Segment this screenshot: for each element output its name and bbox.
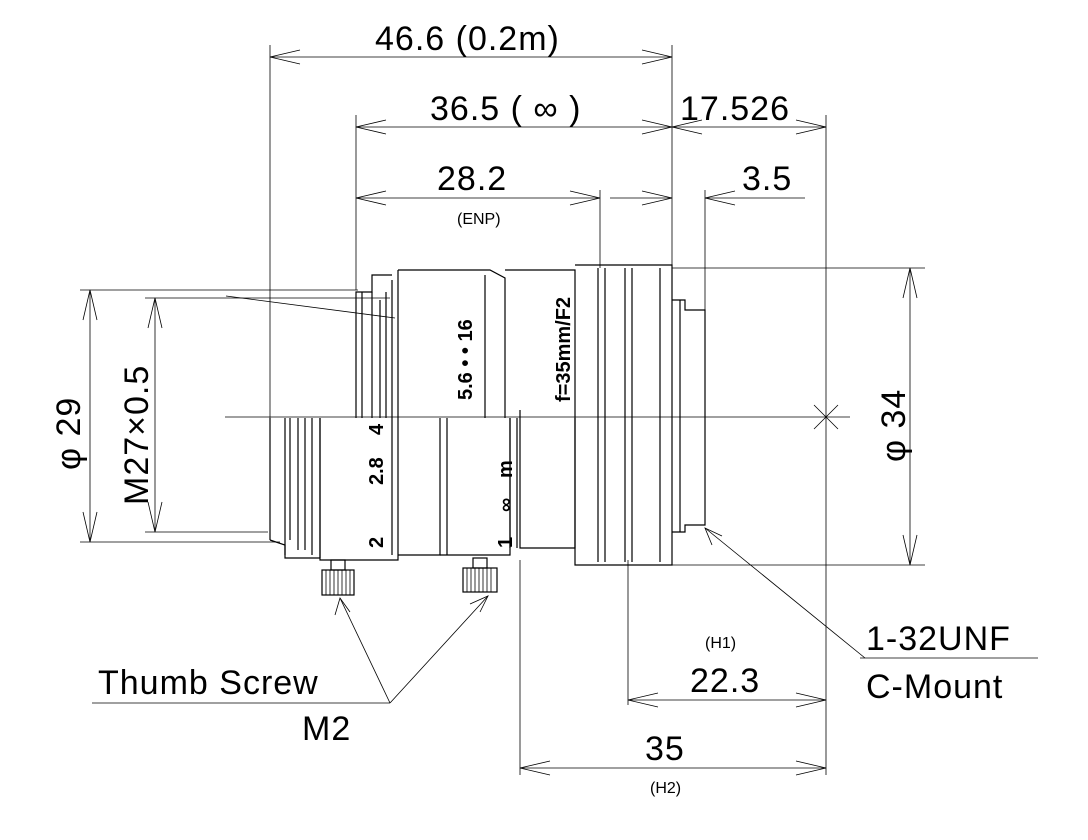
optical-axis [225, 295, 850, 430]
thumb-screw-label: Thumb Screw [98, 664, 319, 702]
focus-meter-mark: m [495, 460, 517, 478]
thumb-screw-rear [462, 557, 498, 593]
focus-1-mark: 1 [495, 537, 517, 548]
aperture-2-8-mark: 2.8 [366, 457, 388, 485]
leader-lines [92, 527, 1038, 704]
callout-labels: Thumb Screw M2 1-32UNF C-Mount [98, 620, 1011, 748]
dimension-phi-34: φ 34 [875, 389, 913, 462]
aperture-2-mark: 2 [366, 537, 388, 548]
dimension-17-526: 17.526 [680, 90, 790, 128]
aperture-scale-upper: 5.6 • • 16 [455, 319, 477, 400]
dimension-22-3: 22.3 [690, 662, 760, 700]
dimension-46-6: 46.6 (0.2m) [375, 20, 560, 58]
thumb-screw-size-label: M2 [302, 710, 351, 748]
dimension-3-5: 3.5 [742, 160, 792, 198]
mount-type-label: C-Mount [866, 668, 1003, 706]
dimension-36-5: 36.5 ( ∞ ) [430, 90, 581, 128]
extension-lines [80, 45, 925, 775]
thumb-screw-front [321, 559, 355, 596]
lens-body [269, 264, 706, 566]
dimension-lines [82, 49, 918, 776]
dimension-phi-29: φ 29 [50, 397, 88, 470]
dimension-enp-note: (ENP) [457, 211, 501, 228]
dimension-28-2: 28.2 [437, 160, 507, 198]
dimension-m27-thread: M27×0.5 [118, 365, 156, 505]
dimension-h1-note: (H1) [705, 635, 736, 652]
aperture-4-mark: 4 [366, 423, 388, 435]
dimension-35: 35 [645, 730, 685, 768]
focus-infinity-mark: ∞ [495, 498, 517, 512]
dimension-labels: 46.6 (0.2m) 36.5 ( ∞ ) 17.526 28.2 (ENP)… [50, 20, 913, 797]
barrel-engravings: f=35mm/F2 5.6 • • 16 2.8 4 2 m ∞ 1 [366, 297, 575, 548]
mount-thread-label: 1-32UNF [866, 620, 1011, 658]
focal-length-engraving: f=35mm/F2 [553, 297, 575, 402]
dimension-h2-note: (H2) [650, 780, 681, 797]
